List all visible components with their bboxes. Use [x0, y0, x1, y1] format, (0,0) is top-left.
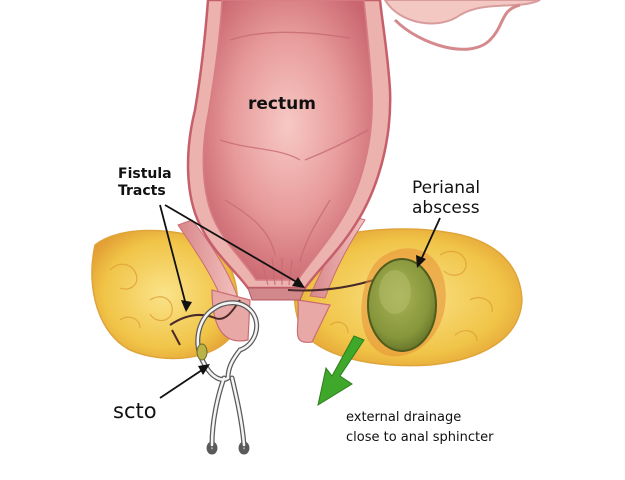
- leader-lines: [159, 204, 441, 399]
- scto-pointer: [159, 367, 206, 399]
- fistula-label-line-2: Tracts: [118, 183, 166, 199]
- fistula-pointer-left: [159, 204, 187, 306]
- drainage-label-line-2: close to anal sphincter: [346, 430, 494, 445]
- perianal-abscess-label: Perianal abscess: [412, 178, 480, 218]
- fistula-label-line-1: Fistula: [118, 166, 172, 182]
- abscess-pointer: [419, 217, 441, 263]
- perianal-abscess: [361, 248, 446, 357]
- abscess-label-line-1: Perianal: [412, 178, 481, 198]
- rectum: [186, 0, 392, 301]
- rectum-label: rectum: [248, 94, 316, 114]
- sphincter-muscles: [177, 215, 366, 343]
- abscess-label-line-2: abscess: [412, 198, 480, 218]
- drainage-arrow-icon: [317, 335, 365, 407]
- intestine-loops: [383, 0, 541, 51]
- drainage-label-line-1: external drainage: [346, 410, 462, 425]
- external-drainage-label: external drainage close to anal sphincte…: [346, 408, 493, 448]
- fistula-pointer-right: [164, 204, 301, 285]
- fistula-tracts-label: Fistula Tracts: [118, 166, 172, 200]
- scto-label: scto: [113, 399, 157, 423]
